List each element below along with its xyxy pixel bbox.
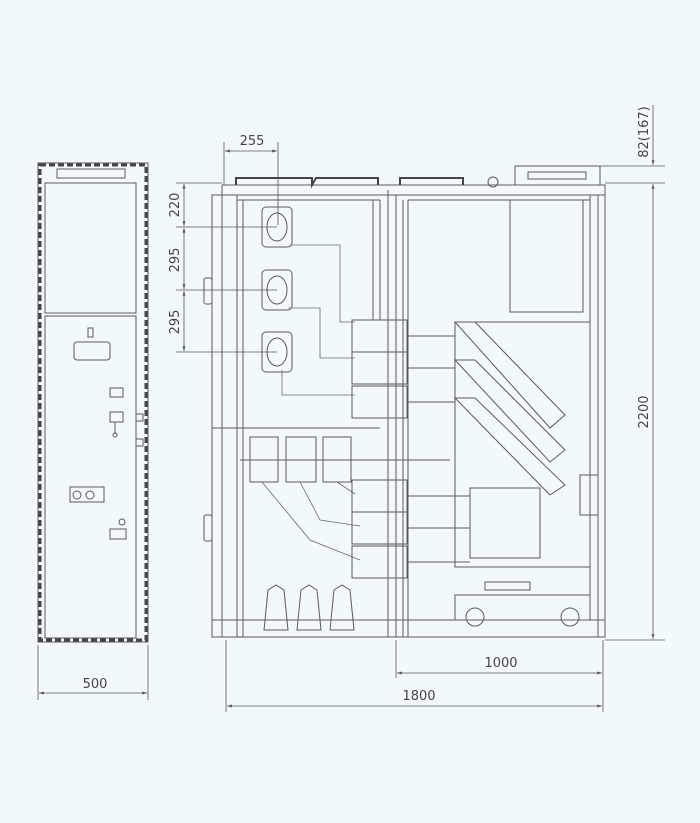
front-view <box>37 162 149 643</box>
svg-text:295: 295 <box>168 248 183 273</box>
insulators <box>263 584 355 631</box>
side-view <box>203 165 606 638</box>
svg-text:295: 295 <box>168 310 183 335</box>
switch-modules <box>351 319 470 579</box>
svg-text:1000: 1000 <box>484 656 517 671</box>
svg-text:2200: 2200 <box>637 395 652 428</box>
svg-text:82(167): 82(167) <box>637 106 652 158</box>
dimension-vertical-left: 220 295 295 <box>168 182 277 353</box>
current-transformers <box>240 436 450 561</box>
svg-text:1800: 1800 <box>402 689 435 704</box>
dimension-bottom: 1000 1800 <box>225 640 604 712</box>
diagonal-busbars <box>453 321 599 591</box>
dimension-255: 255 <box>223 134 279 225</box>
wheels <box>454 594 591 627</box>
svg-text:255: 255 <box>240 134 265 149</box>
svg-text:220: 220 <box>168 193 183 218</box>
bushings <box>261 206 293 373</box>
dimension-front-width: 500 <box>37 645 149 700</box>
dimension-vertical-right: 82(167) 2200 <box>600 105 665 641</box>
label-500: 500 <box>83 677 108 692</box>
